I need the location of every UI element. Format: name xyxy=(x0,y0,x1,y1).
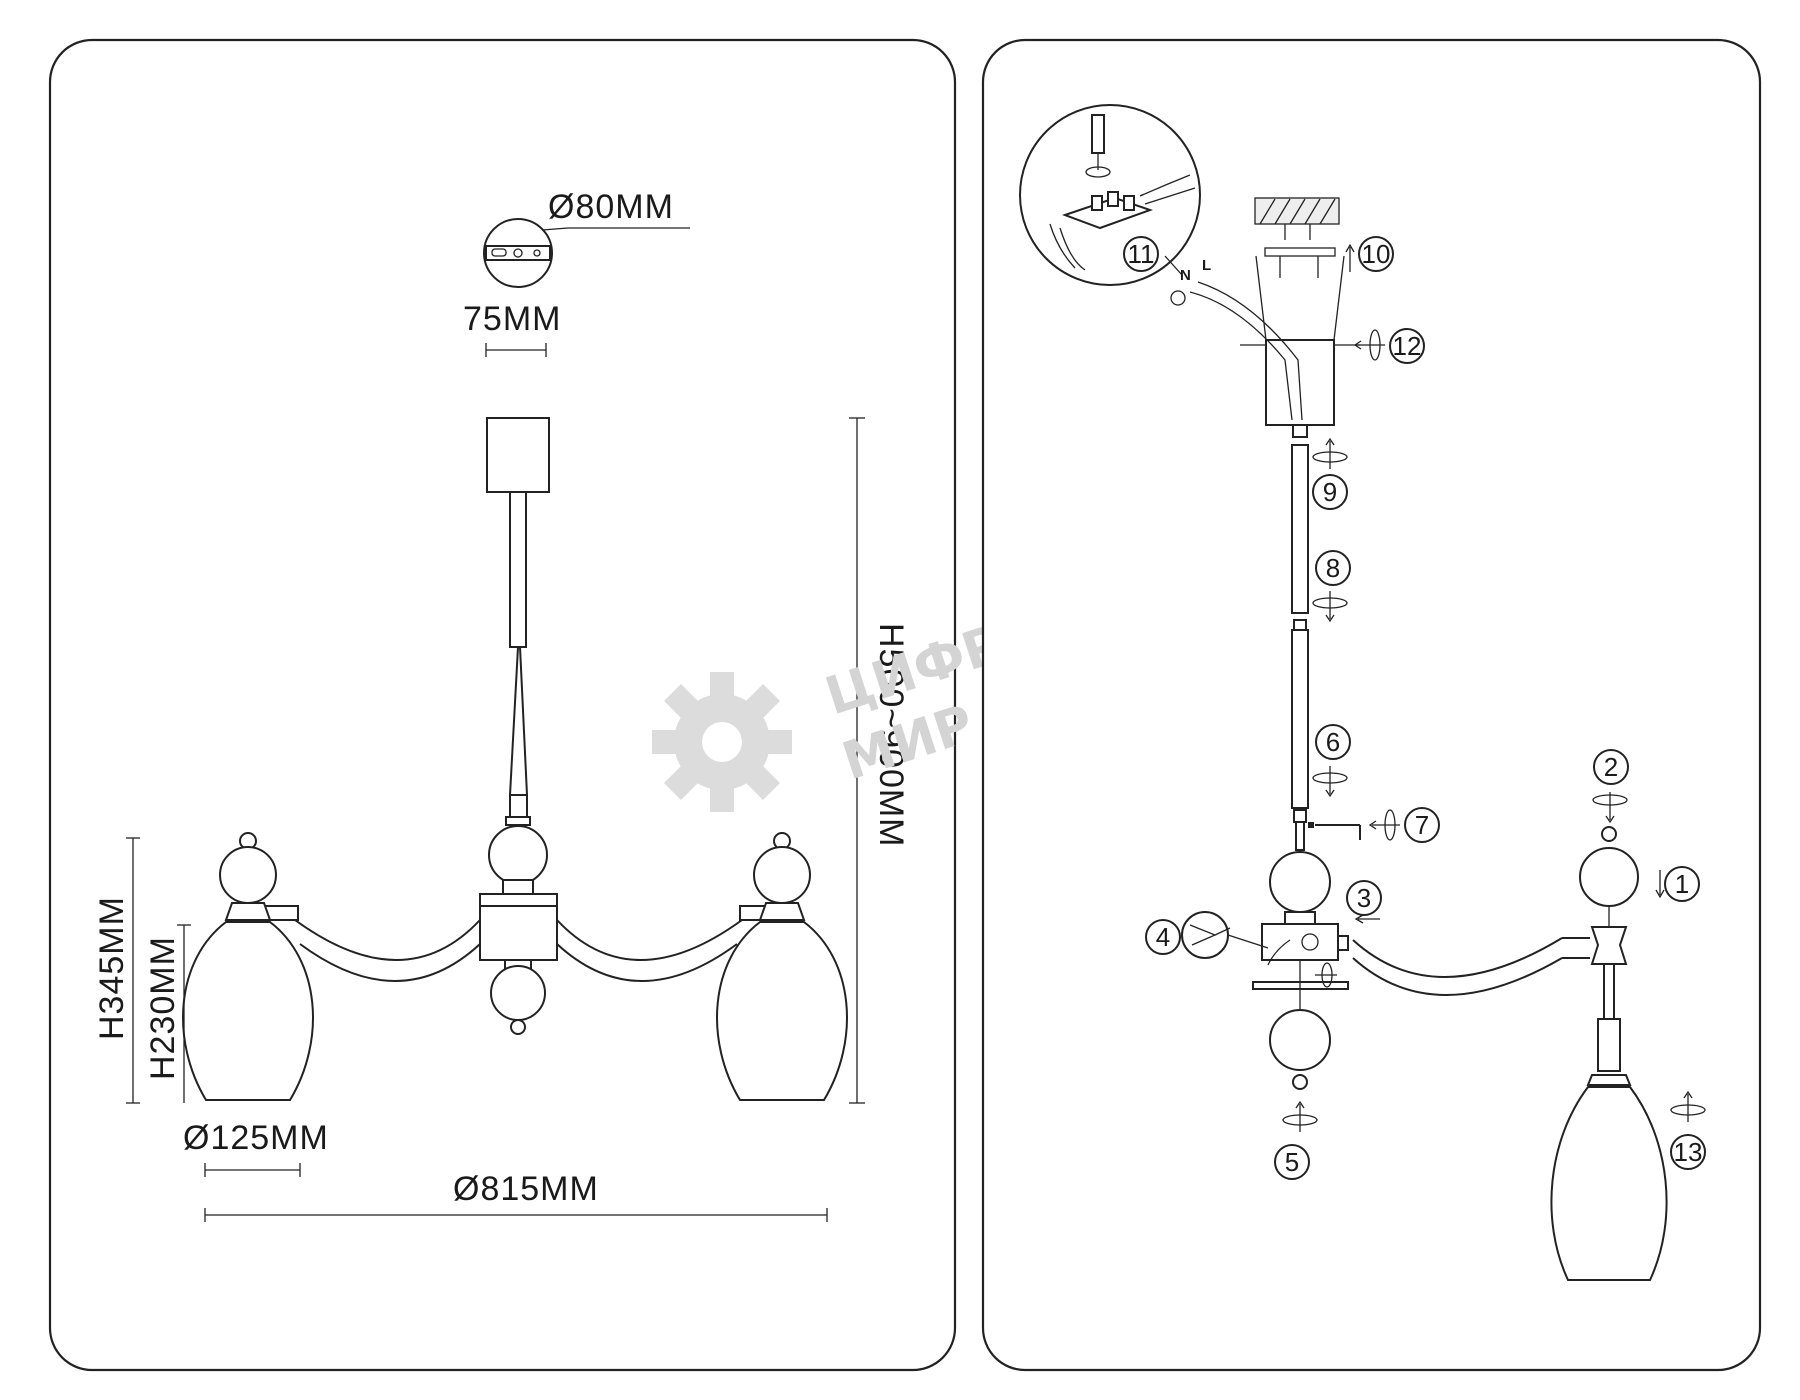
svg-text:9: 9 xyxy=(1323,477,1337,507)
svg-text:10: 10 xyxy=(1362,239,1391,269)
left-arm xyxy=(294,919,481,961)
rod-assembly xyxy=(1291,444,1309,851)
overall-diameter-dimension-line xyxy=(204,1208,828,1222)
assembly-panel xyxy=(981,38,1762,1372)
central-hub xyxy=(479,905,558,961)
connector-detail xyxy=(1181,911,1269,959)
svg-text:11: 11 xyxy=(1128,239,1155,269)
wiring-detail xyxy=(1019,104,1201,286)
step-10: 10 xyxy=(1358,236,1394,272)
step-1: 1 xyxy=(1664,866,1700,902)
step-markers: 1 2 3 4 5 6 7 8 9 10 11 12 13 xyxy=(1123,236,1706,1180)
upper-rod xyxy=(509,491,527,648)
svg-text:6: 6 xyxy=(1326,727,1340,757)
step-5: 5 xyxy=(1274,1144,1310,1180)
overall-diameter-label: Ø815MM xyxy=(453,1170,599,1208)
step-13: 13 xyxy=(1670,1134,1706,1170)
shade-height-label: H230MM xyxy=(144,936,182,1080)
step-3: 3 xyxy=(1346,880,1382,916)
ground-icon xyxy=(1170,290,1186,306)
height-range-label: H500~900MM xyxy=(872,623,910,848)
chandelier-front-view xyxy=(182,417,848,1101)
left-ball xyxy=(219,846,277,904)
total-height-label: H345MM xyxy=(93,896,131,1040)
wire-label-n: N xyxy=(1180,267,1191,284)
svg-text:13: 13 xyxy=(1674,1137,1703,1167)
left-shade xyxy=(182,921,314,1101)
upper-sphere xyxy=(488,825,548,885)
rotate-arrow-icons xyxy=(1282,243,1706,1132)
wire-label-l: L xyxy=(1202,257,1211,274)
step-6: 6 xyxy=(1315,724,1351,760)
shade-diameter-dimension-line xyxy=(204,1163,301,1177)
right-shade xyxy=(716,921,848,1101)
svg-text:5: 5 xyxy=(1285,1147,1299,1177)
canopy-front xyxy=(486,417,550,493)
mounting-spacing-dimension-line xyxy=(485,343,547,357)
svg-text:3: 3 xyxy=(1357,883,1371,913)
shade-diameter-label: Ø125MM xyxy=(183,1119,329,1157)
svg-text:7: 7 xyxy=(1415,810,1429,840)
svg-text:2: 2 xyxy=(1604,752,1618,782)
svg-text:4: 4 xyxy=(1156,922,1170,952)
arm-pendant-exploded xyxy=(1352,826,1668,1281)
height-range-dimension-line xyxy=(849,417,865,1104)
gear-icon xyxy=(652,672,792,812)
shade-height-dimension-line xyxy=(177,924,191,1103)
canopy-diameter-label: Ø80MM xyxy=(548,188,674,226)
total-height-dimension-line xyxy=(126,837,140,1104)
step-12: 12 xyxy=(1389,328,1425,364)
lower-sphere xyxy=(490,965,546,1021)
step-9: 9 xyxy=(1312,474,1348,510)
step-8: 8 xyxy=(1315,550,1351,586)
svg-text:8: 8 xyxy=(1326,553,1340,583)
step-2: 2 xyxy=(1593,749,1629,785)
svg-text:1: 1 xyxy=(1675,869,1689,899)
step-11: 11 xyxy=(1123,236,1159,272)
central-body xyxy=(1252,851,1349,1090)
right-ball xyxy=(753,846,811,904)
svg-text:12: 12 xyxy=(1393,331,1422,361)
step-7: 7 xyxy=(1404,807,1440,843)
step-4: 4 xyxy=(1145,919,1181,955)
ceiling-mount xyxy=(1189,197,1360,438)
canopy-top-view xyxy=(483,218,690,288)
right-arm xyxy=(556,919,743,961)
mounting-spacing-label: 75MM xyxy=(463,300,561,338)
allen-key-icon xyxy=(1308,822,1361,840)
